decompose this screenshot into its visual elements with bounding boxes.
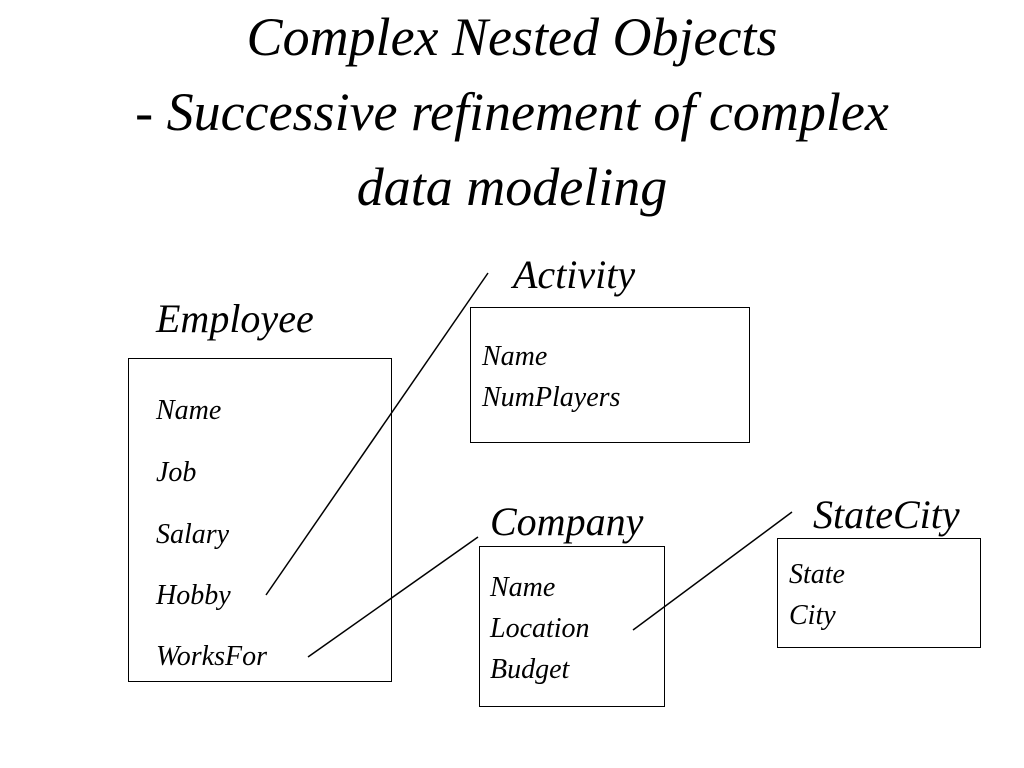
- employee-label: Employee: [156, 296, 314, 341]
- employee-attr-name: Name: [156, 395, 222, 426]
- title-line-2: - Successive refinement of complex: [135, 82, 889, 142]
- statecity-label: StateCity: [813, 492, 960, 537]
- title-line-3: data modeling: [356, 157, 668, 217]
- employee-attr-worksfor: WorksFor: [156, 641, 267, 672]
- employee-box: [128, 358, 392, 682]
- company-attr-budget: Budget: [490, 654, 570, 685]
- employee-attr-salary: Salary: [156, 519, 230, 550]
- activity-attr-numplayers: NumPlayers: [482, 382, 621, 413]
- statecity-attr-city: City: [789, 600, 836, 631]
- employee-attr-job: Job: [156, 457, 197, 488]
- statecity-box: [777, 538, 981, 648]
- company-label: Company: [490, 499, 644, 544]
- company-attr-name: Name: [490, 572, 556, 603]
- statecity-attr-state: State: [789, 559, 845, 590]
- title-line-1: Complex Nested Objects: [246, 7, 778, 67]
- activity-box: [470, 307, 750, 443]
- company-attr-location: Location: [490, 613, 590, 644]
- employee-attr-hobby: Hobby: [156, 580, 231, 611]
- activity-attr-name: Name: [482, 341, 548, 372]
- activity-label: Activity: [513, 252, 636, 297]
- company-box: [479, 546, 665, 707]
